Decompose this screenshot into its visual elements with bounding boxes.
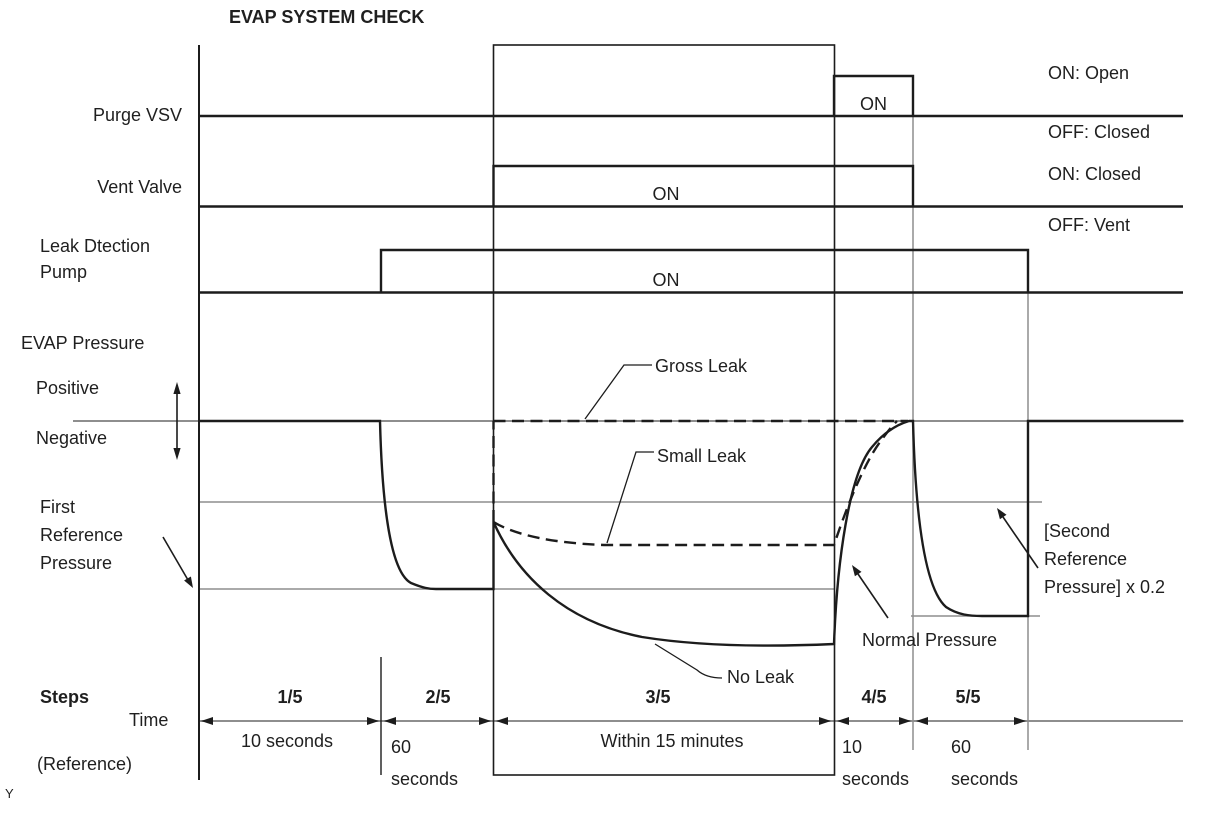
pressure-range-arrowhead-up	[173, 382, 181, 394]
negative-label: Negative	[36, 428, 108, 448]
second-reference-arrowhead	[997, 508, 1007, 520]
duration-3: Within 15 minutes	[600, 731, 744, 751]
normal-pressure-arrow-line	[857, 573, 889, 619]
step-label-1: 1/5	[277, 687, 303, 707]
time-arrowheads	[201, 717, 1026, 725]
reference-label: (Reference)	[37, 754, 133, 774]
duration-5-line2: seconds	[951, 769, 1019, 789]
duration-5: 60 seconds	[951, 731, 1018, 795]
legend-purge-off: OFF: Closed	[1048, 122, 1151, 142]
normal-pressure-arrowhead	[852, 565, 862, 577]
no-leak-leader	[654, 643, 723, 679]
purge-vsv-label: Purge VSV	[92, 105, 182, 125]
duration-1: 10 seconds	[240, 731, 334, 751]
normal-pressure-label: Normal Pressure	[862, 630, 998, 650]
legend-vent-on: ON: Closed	[1048, 164, 1142, 184]
steps-header: Steps	[40, 687, 90, 707]
duration-4: 10 seconds	[842, 731, 909, 795]
vent-valve-on-text: ON	[652, 184, 680, 204]
first-reference-line3: Pressure	[40, 553, 113, 573]
vent-valve-on-pulse	[492, 164, 915, 207]
positive-label: Positive	[36, 378, 100, 398]
purge-vsv-on-text: ON	[860, 94, 887, 114]
duration-2-line2: seconds	[391, 769, 459, 789]
step-label-2: 2/5	[425, 687, 451, 707]
diagram-title: EVAP SYSTEM CHECK	[229, 7, 425, 27]
step3-outline-box	[492, 44, 836, 776]
leak-pump-on-pulse	[379, 248, 1030, 293]
first-reference-arrow-line	[162, 536, 189, 581]
second-reference-line2: Reference	[1044, 549, 1128, 569]
purge-vsv-on-pulse	[832, 74, 915, 116]
second-reference-label: [Second Reference Pressure] x 0.2	[1044, 517, 1165, 601]
evap-pressure-label: EVAP Pressure	[21, 333, 145, 353]
evap-pressure-trace	[199, 419, 1183, 647]
small-leak-label: Small Leak	[657, 446, 747, 466]
duration-2: 60 seconds	[391, 731, 458, 795]
leak-pump-label-line2: Pump	[40, 262, 88, 282]
step-label-4: 4/5	[861, 687, 887, 707]
step-label-3: 3/5	[645, 687, 671, 707]
first-reference-line1: First	[40, 497, 75, 517]
time-label: Time	[129, 710, 169, 730]
step-label-5: 5/5	[955, 687, 981, 707]
gross-leak-label: Gross Leak	[655, 356, 748, 376]
vent-valve-label: Vent Valve	[97, 177, 182, 197]
gross-leak-leader	[584, 364, 652, 420]
leak-pump-on-text: ON	[652, 270, 680, 290]
first-reference-arrowhead	[184, 576, 193, 588]
leak-pump-label: Leak Dtection Pump	[40, 233, 150, 285]
duration-4-line2: seconds	[842, 769, 910, 789]
legend-vent-off: OFF: Vent	[1048, 215, 1131, 235]
gross-leak-curve	[492, 419, 908, 522]
small-leak-leader	[606, 451, 654, 544]
second-reference-arrow-line	[1002, 516, 1039, 569]
pressure-range-arrowhead-down	[173, 448, 181, 460]
small-leak-curve	[492, 420, 898, 547]
duration-5-line1: 60	[951, 737, 972, 757]
second-reference-line3: Pressure] x 0.2	[1044, 577, 1166, 597]
first-reference-label: First Reference Pressure	[40, 493, 123, 577]
second-reference-line1: [Second	[1044, 521, 1111, 541]
duration-4-line1: 10	[842, 737, 863, 757]
legend-purge-on: ON: Open	[1048, 63, 1130, 83]
no-leak-label: No Leak	[727, 667, 795, 687]
leak-pump-label-line1: Leak Dtection	[40, 236, 151, 256]
duration-2-line1: 60	[391, 737, 412, 757]
footnote-marker: Y	[5, 786, 14, 801]
first-reference-line2: Reference	[40, 525, 124, 545]
